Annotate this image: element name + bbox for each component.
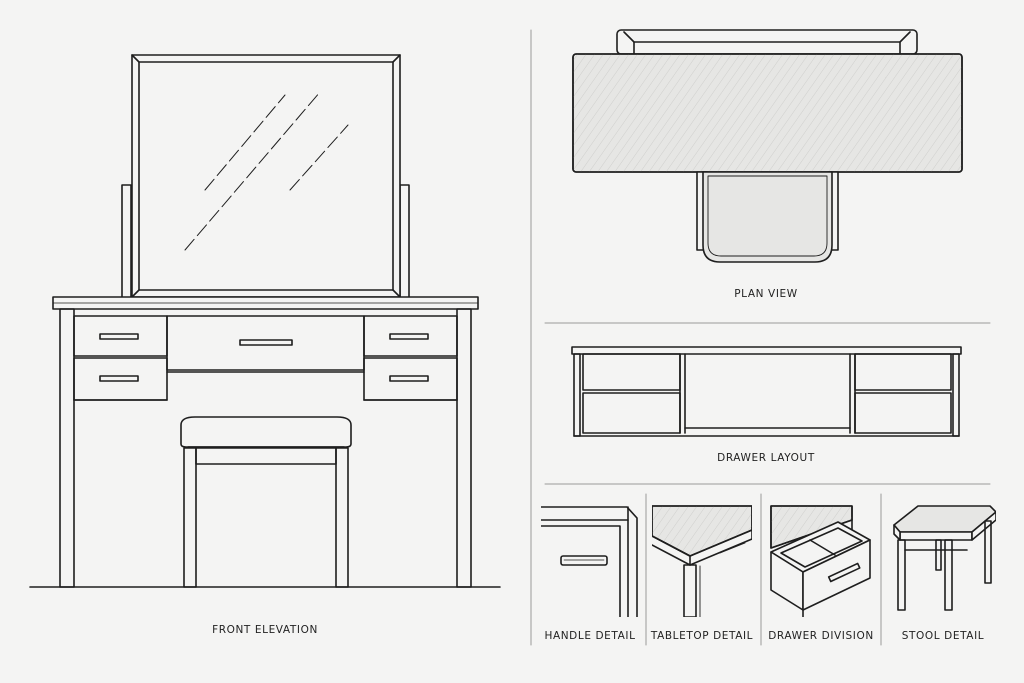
stool-front — [180, 416, 352, 588]
mirror-support-left — [121, 184, 132, 299]
vanity-leg-right — [456, 308, 472, 588]
label-handle-detail: HANDLE DETAIL — [544, 630, 636, 642]
label-drawer-layout: DRAWER LAYOUT — [717, 452, 815, 464]
label-drawer-division: DRAWER DIVISION — [768, 630, 874, 642]
handle-detail-drawing — [541, 506, 638, 617]
right-drawers — [363, 315, 458, 401]
plan-view-drawing — [572, 29, 963, 263]
sheet-dividers — [530, 29, 991, 646]
mirror — [131, 54, 401, 298]
tabletop-detail-drawing — [652, 505, 752, 617]
layout-top — [571, 346, 962, 355]
plan-stool — [696, 171, 839, 263]
label-stool-detail: STOOL DETAIL — [901, 630, 985, 642]
label-tabletop-detail: TABLETOP DETAIL — [650, 630, 754, 642]
label-front-elevation: FRONT ELEVATION — [212, 624, 318, 636]
drawer-layout-drawing — [571, 346, 962, 437]
plan-mirror — [616, 29, 918, 55]
label-plan-view: PLAN VIEW — [734, 288, 798, 300]
left-drawers — [73, 315, 168, 401]
center-drawer — [166, 315, 365, 373]
vanity-leg-left — [59, 308, 75, 588]
mirror-support-right — [399, 184, 410, 299]
drawer-division-drawing — [770, 505, 871, 617]
stool-detail-drawing — [893, 505, 996, 611]
front-elevation-drawing — [29, 54, 501, 588]
